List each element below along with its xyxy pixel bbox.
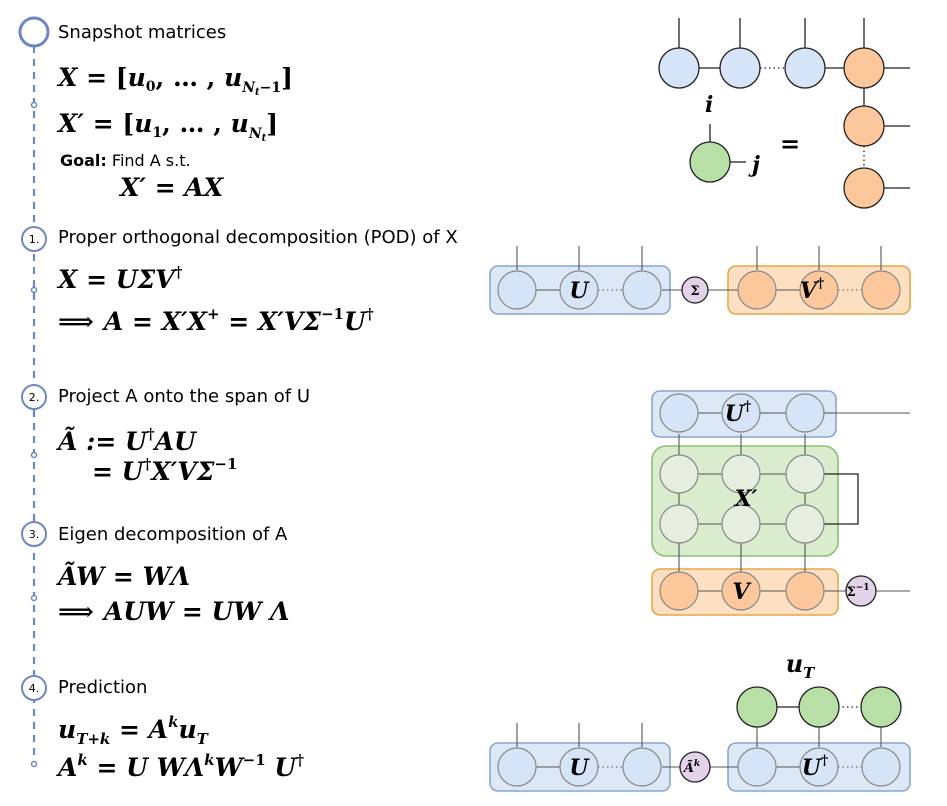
pred-Ud-label: U†	[802, 753, 829, 781]
pred-A-node	[679, 751, 711, 783]
pod-U-node	[622, 270, 662, 310]
eigen-eq1: ÃW = WΛ	[56, 562, 190, 591]
proj-U-node	[721, 393, 761, 433]
pred-uT-node	[860, 686, 902, 728]
proj-V-label: V	[732, 579, 751, 605]
pod-sigma-node	[681, 276, 709, 304]
projection-diagram: U† X′ V Σ−1	[651, 390, 910, 616]
pod-section: Proper orthogonal decomposition (POD) of…	[56, 227, 458, 336]
pred-U-label: U	[569, 755, 590, 781]
eigen-eq2: ⟹AUW = UW Λ	[58, 597, 289, 626]
proj-X-node	[659, 454, 699, 494]
pred-A-label: Ãk	[682, 759, 700, 776]
pred-Ud-node	[861, 747, 901, 787]
predict-eq2: Ak = U WΛkW−1 U†	[56, 751, 304, 782]
timeline: 1. 2. 3. 4.	[18, 16, 50, 768]
step-4-title: Prediction	[58, 677, 147, 698]
goal-equation: X′ = AX	[118, 173, 225, 202]
proj-X-label: X′	[733, 486, 758, 512]
proj-U-label: U†	[725, 399, 752, 427]
proj-V-node	[785, 571, 825, 611]
pred-U-node	[559, 747, 599, 787]
proj-V-node	[659, 571, 699, 611]
pod-U-node	[559, 270, 599, 310]
step-1-number: 1.	[29, 233, 40, 246]
snapshot-eq1: X = [u0, … , uNt−1]	[56, 63, 293, 98]
timeline-tick	[30, 594, 38, 602]
mps-node	[719, 47, 761, 89]
predict-section: Prediction uT+k = AkuT Ak = U WΛkW−1 U†	[56, 677, 304, 782]
mps-index-j: j	[748, 152, 760, 178]
pred-uT-label: uT	[786, 649, 816, 682]
step-3-title: Eigen decomposition of A	[58, 524, 288, 545]
snapshot-section: Snapshot matrices X = [u0, … , uNt−1] X′…	[56, 22, 293, 202]
snapshot-title: Snapshot matrices	[58, 22, 226, 43]
step-2-number: 2.	[29, 391, 40, 404]
snapshot-eq2: X′ = [u1, … , uNt]	[56, 109, 278, 144]
mps-node	[843, 47, 885, 89]
timeline-tick	[30, 101, 38, 109]
eigen-section: Eigen decomposition of A ÃW = WΛ ⟹AUW = …	[56, 524, 289, 626]
proj-X-node	[659, 504, 699, 544]
pred-uT-node	[798, 686, 840, 728]
pod-diagram: U Σ V†	[489, 246, 911, 315]
mps-node	[784, 47, 826, 89]
pod-V-node	[861, 270, 901, 310]
proj-X-node	[721, 504, 761, 544]
pod-U-label: U	[569, 278, 590, 304]
predict-eq1: uT+k = AkuT	[58, 713, 210, 748]
step-4-marker	[21, 675, 47, 701]
step-3-marker	[21, 521, 47, 547]
pod-eq1: X = UΣV†	[56, 263, 183, 294]
timeline-tick	[30, 451, 38, 459]
pod-V-node	[799, 270, 839, 310]
mps-diagram	[658, 18, 910, 209]
timeline-tick	[30, 760, 38, 768]
proj-sigma-node	[845, 575, 877, 607]
mps-equals: =	[780, 129, 800, 158]
proj-U-node	[659, 393, 699, 433]
step-4-number: 4.	[29, 682, 40, 695]
proj-X-node	[785, 454, 825, 494]
pod-U-node	[497, 270, 537, 310]
timeline-tick	[30, 286, 38, 294]
pod-V-node	[737, 270, 777, 310]
mps-node	[843, 167, 885, 209]
goal-text: Goal: Find A s.t.	[60, 151, 191, 170]
pred-Ud-node	[737, 747, 777, 787]
step-1-marker	[21, 226, 47, 252]
mps-index-i: i	[705, 92, 713, 118]
timeline-start-marker	[18, 16, 50, 48]
step-2-marker	[21, 384, 47, 410]
mps-node	[843, 105, 885, 147]
step-1-title: Proper orthogonal decomposition (POD) of…	[58, 227, 458, 248]
pred-U-node	[497, 747, 537, 787]
pod-V-label: V†	[800, 276, 824, 304]
project-section: Project A onto the span of U Ã := U†AU =…	[56, 386, 310, 486]
prediction-diagram: uT U Ãk U†	[489, 649, 911, 792]
mps-node	[658, 47, 700, 89]
proj-X-node	[785, 504, 825, 544]
pred-Ud-node	[799, 747, 839, 787]
step-3-number: 3.	[29, 528, 40, 541]
project-eq2: = U†X′VΣ−1	[92, 455, 237, 486]
pred-uT-node	[736, 686, 778, 728]
step-2-title: Project A onto the span of U	[58, 386, 310, 407]
proj-V-node	[721, 571, 761, 611]
mps-tensor-node	[689, 141, 731, 183]
pred-U-node	[622, 747, 662, 787]
proj-U-node	[785, 393, 825, 433]
proj-sigma-label: Σ−1	[846, 583, 869, 600]
pod-sigma-label: Σ	[690, 284, 699, 299]
proj-X-node	[721, 454, 761, 494]
project-eq1: Ã := U†AU	[56, 425, 198, 456]
pod-eq2: ⟹A = X′X+ = X′VΣ−1U†	[58, 305, 374, 336]
